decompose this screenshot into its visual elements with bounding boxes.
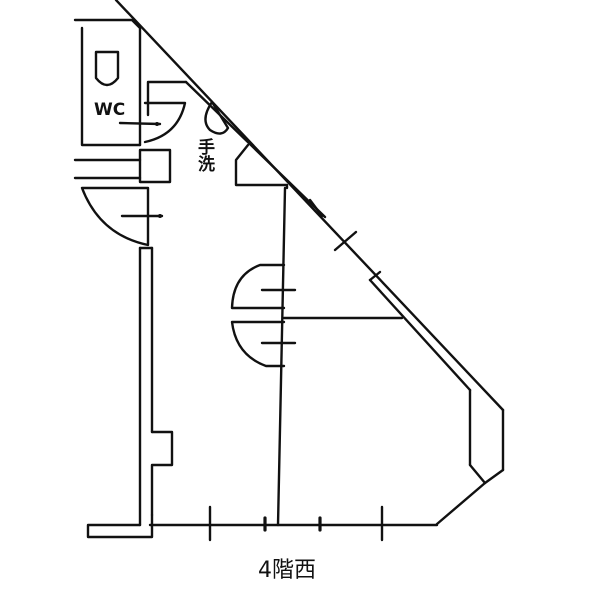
floor-title: 4階西	[258, 558, 316, 583]
sink-icon	[204, 100, 230, 135]
exterior-diagonal-wall	[114, 0, 505, 412]
double-doors	[230, 263, 297, 368]
toilet-icon	[94, 50, 120, 87]
interior-partitions	[276, 186, 404, 527]
south-wall	[86, 505, 439, 542]
east-corner-wall	[435, 388, 505, 526]
window-mark	[333, 230, 358, 252]
wc-door	[118, 80, 188, 144]
west-door	[80, 186, 164, 247]
west-wall	[138, 246, 174, 527]
wc-label: WC	[94, 100, 126, 120]
wc-room	[73, 18, 172, 184]
hand-wash-label: 手洗	[194, 138, 214, 172]
hand-wash-area	[204, 100, 289, 190]
